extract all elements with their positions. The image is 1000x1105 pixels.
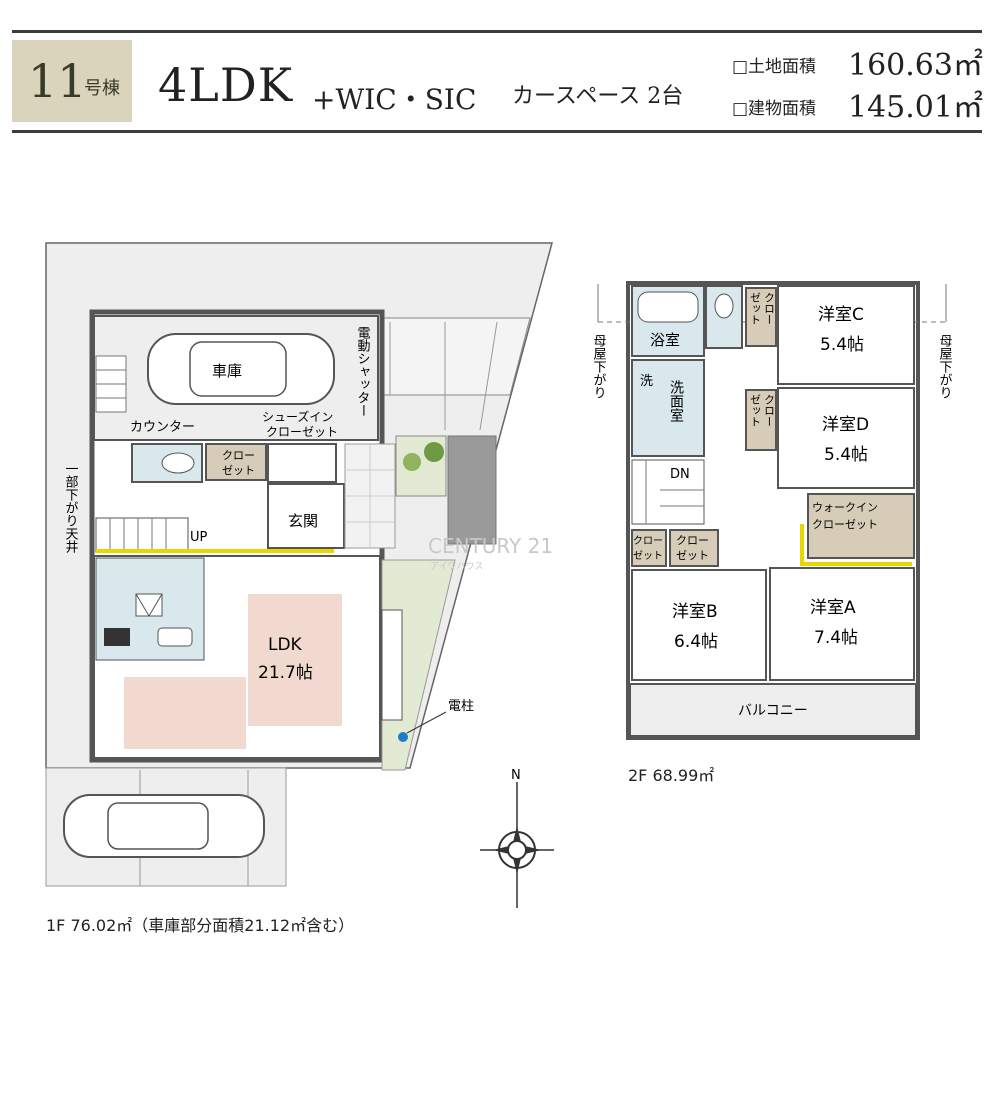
balcony (629, 683, 917, 737)
utility-pole-label: 電柱 (448, 699, 474, 714)
room-d-label: 洋室D (822, 415, 869, 435)
watermark-sub: アイワハウス (430, 561, 483, 572)
shrub-icon (424, 442, 444, 462)
watermark-brand: CENTURY 21 (428, 534, 553, 558)
eave-left-label: 母屋下がり (591, 334, 607, 399)
closet-b2-label: クロー (676, 534, 709, 547)
shoes-closet (267, 443, 337, 483)
garage-car-icon (147, 333, 335, 405)
building-area-label: □建物面積 (732, 99, 817, 119)
walk-in-closet (807, 493, 915, 559)
header-bottom-rule (12, 130, 982, 133)
garage-label: 車庫 (212, 362, 242, 380)
header-top-rule (12, 30, 982, 33)
room-a-label: 洋室A (810, 598, 856, 618)
closet-d-label-2: クロー (763, 394, 776, 427)
room-c-label: 洋室C (818, 305, 864, 325)
layout-type: 4LDK (158, 58, 294, 112)
balcony-label: バルコニー (738, 703, 808, 719)
bath-label: 浴室 (650, 331, 680, 349)
bathtub-icon (637, 291, 699, 323)
entrance-room (267, 483, 345, 549)
partial-ceiling-label: 一部下がり天井 (63, 462, 79, 554)
stove-icon (104, 628, 130, 646)
room-b (631, 569, 767, 681)
closet-1f (205, 443, 267, 481)
stairs-1f (95, 517, 189, 553)
closet-1f-label-1: クロー (222, 449, 255, 462)
ldk-size: 21.7帖 (258, 663, 313, 683)
stairs-2f (631, 459, 705, 525)
utility-pole-icon (398, 732, 408, 742)
washroom (631, 359, 705, 457)
compass-north-label: N (511, 768, 521, 783)
shrub-icon (403, 453, 421, 471)
toilet-icon (161, 452, 195, 474)
wic-label-1: ウォークイン (812, 501, 878, 514)
closet-b2 (669, 529, 719, 567)
floor2-plan: 母屋下がり 母屋下がり 浴室 ゼット クロー ゼット クロー 洋室C 5.4帖 … (591, 281, 953, 740)
ldk-label: LDK (268, 635, 303, 655)
range-hood-line (148, 593, 163, 617)
room-a-size: 7.4帖 (814, 628, 858, 648)
ldk-floor-main (248, 594, 342, 726)
wic-highlight (800, 524, 912, 566)
parked-car-icon (63, 794, 265, 858)
building-badge: 11 号棟 (12, 40, 132, 122)
closet-b2-label-2: ゼット (676, 549, 709, 562)
header: 11 号棟 4LDK +WIC・SIC カースペース 2台 □土地面積 160.… (12, 36, 983, 130)
sink-icon (157, 627, 193, 647)
closet-b1 (631, 529, 667, 567)
counter-label: カウンター (130, 420, 195, 435)
building-area-value: 145.01㎡ (848, 90, 983, 125)
room-b-size: 6.4帖 (674, 632, 718, 652)
dn-label: DN (670, 467, 690, 482)
closet-b1-label: クロー (633, 535, 663, 547)
range-hood-icon (135, 593, 163, 617)
entrance-label: 玄関 (288, 512, 318, 530)
room-d (777, 387, 915, 489)
stone-path (447, 435, 497, 545)
toilet-2f-icon (714, 293, 734, 319)
layout-extra: +WIC・SIC (312, 83, 477, 116)
shoes-closet-label-2: クローゼット (266, 425, 338, 439)
room-d-size: 5.4帖 (824, 445, 868, 465)
compass-rose: N (480, 768, 554, 908)
utility-pole-pointer (406, 711, 447, 734)
building-number: 11 (28, 54, 87, 108)
range-hood-line (135, 593, 150, 617)
floor1-caption: 1F 76.02㎡（車庫部分面積21.12㎡含む） (46, 916, 355, 935)
land-area-value: 160.63㎡ (848, 48, 983, 83)
shutter-label: 電動シャッター (355, 326, 371, 417)
garage-steps (95, 355, 127, 413)
closet-1f-label-2: ゼット (222, 464, 255, 477)
closet-c-label: ゼット (749, 292, 762, 325)
up-label: UP (190, 530, 208, 545)
building-suffix: 号棟 (84, 78, 120, 99)
wash-label: 洗 (640, 374, 653, 389)
eave-right-label: 母屋下がり (937, 334, 953, 399)
room-a (769, 567, 915, 681)
closet-d-label: ゼット (749, 394, 762, 427)
closet-d (745, 389, 777, 451)
shoes-closet-label-1: シューズイン (262, 409, 333, 424)
land-area-label: □土地面積 (732, 57, 817, 77)
room-c-size: 5.4帖 (820, 335, 864, 355)
closet-c-label-2: クロー (763, 292, 776, 325)
ldk-floor-dining (124, 677, 246, 749)
hatch-line (479, 321, 498, 431)
window-1f (381, 609, 403, 721)
wic-label-2: クローゼット (812, 518, 878, 531)
closet-b1-label-2: ゼット (633, 550, 663, 562)
closet-c (745, 287, 777, 347)
side-yard (377, 317, 531, 396)
floor2-caption: 2F 68.99㎡ (628, 766, 715, 785)
floor1-plan: 車庫 電動シャッター カウンター クロー ゼット シューズイン クローゼット 玄… (45, 242, 553, 887)
car-space: カースペース 2台 (512, 84, 684, 109)
washroom-label: 洗面室 (668, 380, 684, 422)
room-c (777, 285, 915, 385)
room-b-label: 洋室B (672, 602, 718, 622)
